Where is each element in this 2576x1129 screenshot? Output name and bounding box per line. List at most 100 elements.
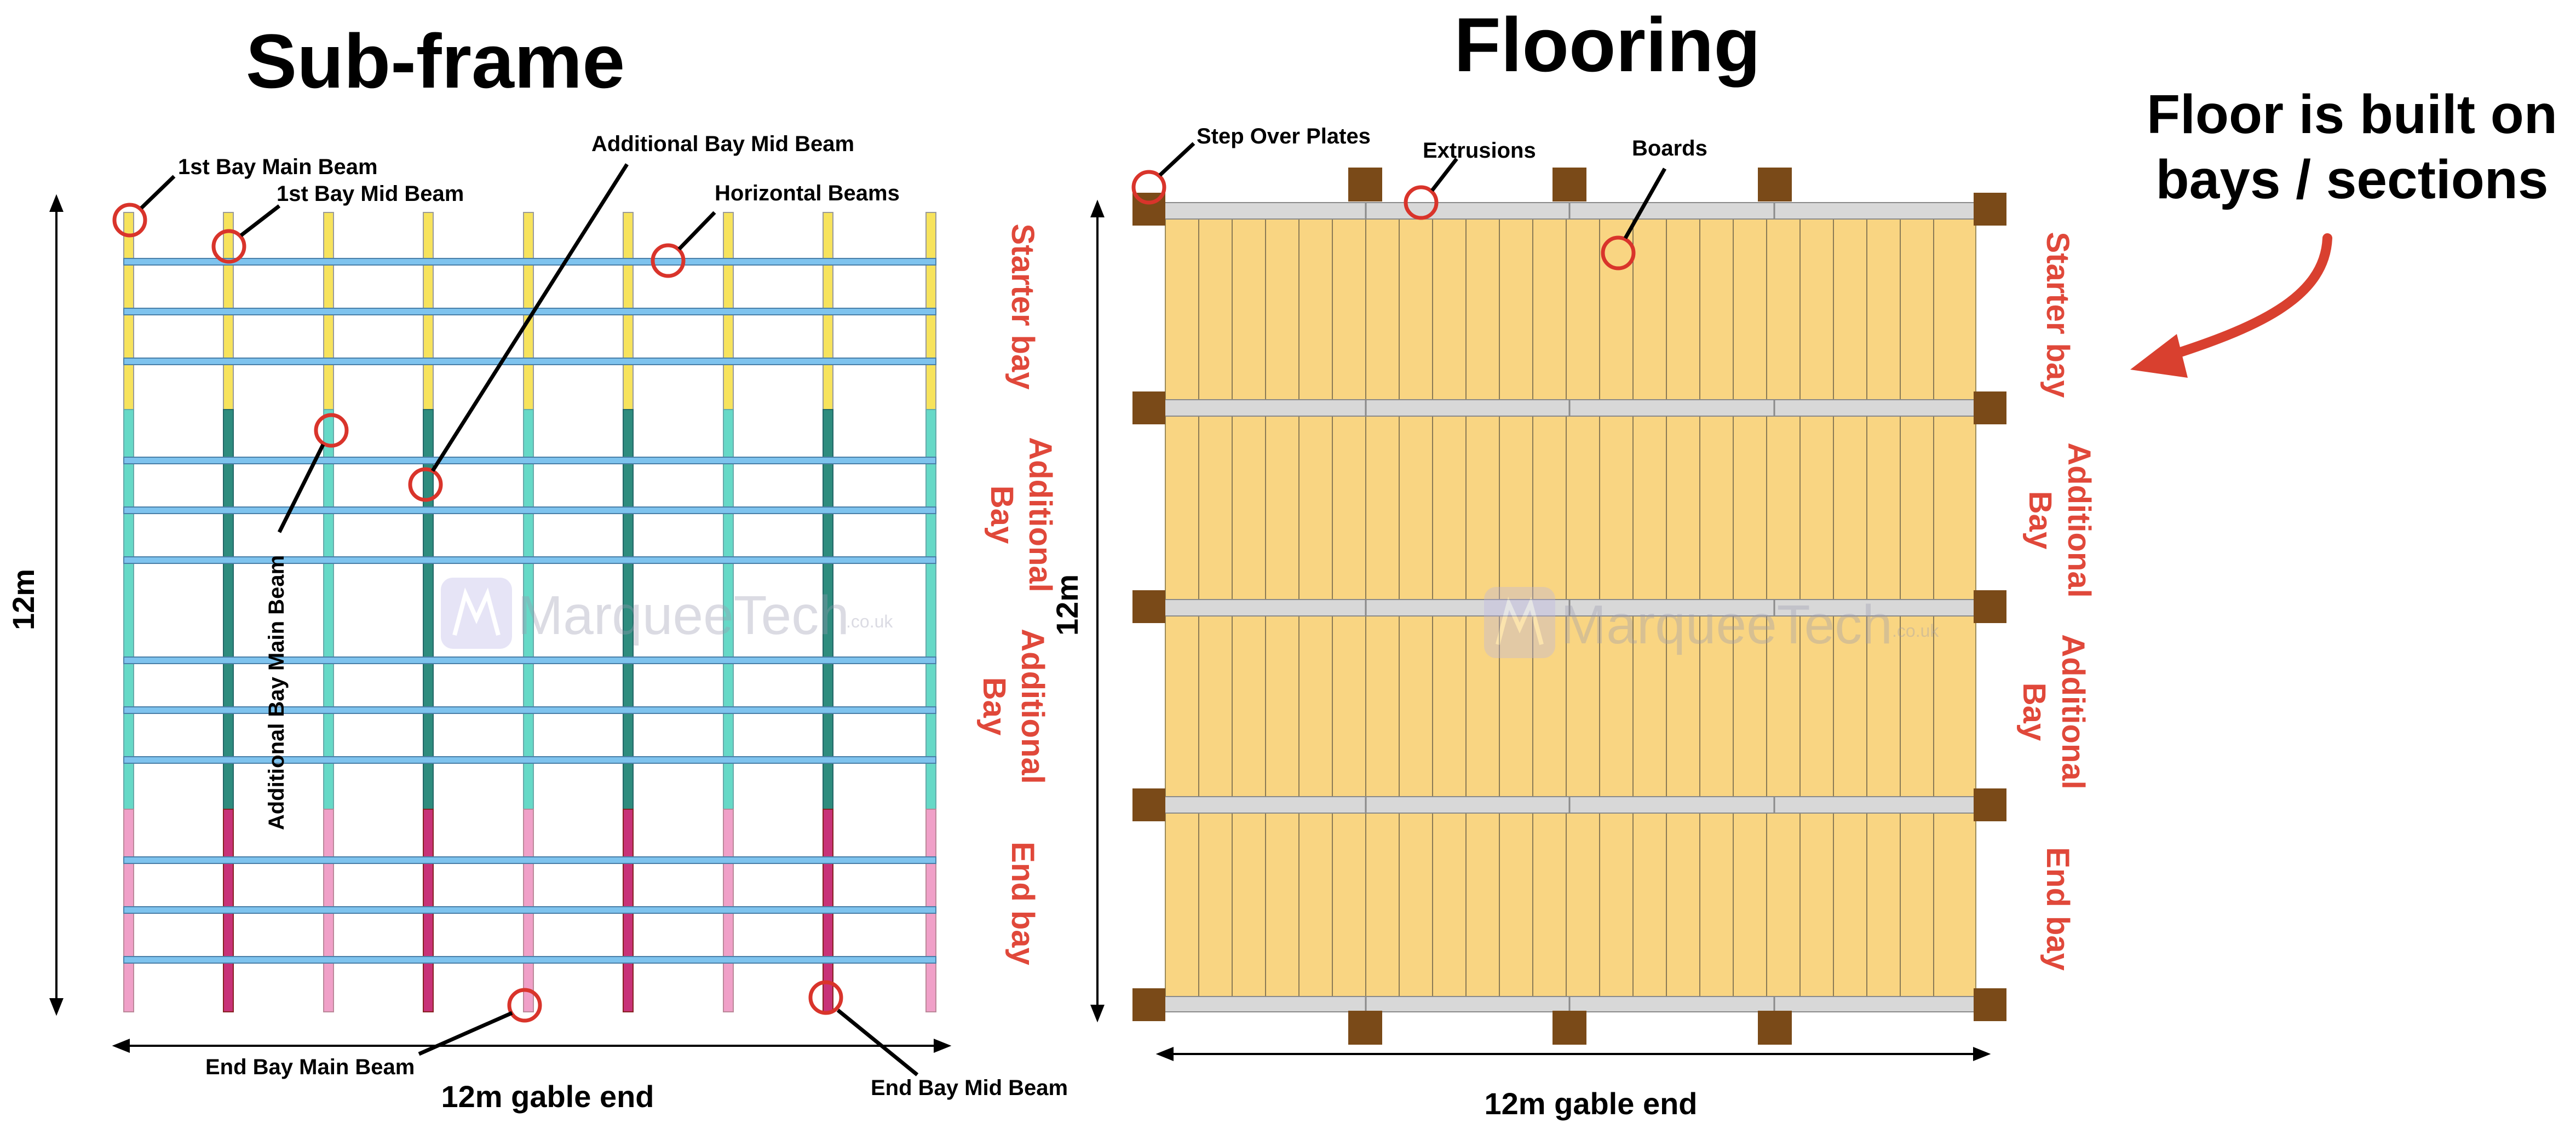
note-line-2: bays / sections bbox=[2156, 149, 2549, 210]
additional-bay-2-label-line2: Bay bbox=[976, 677, 1012, 735]
horizontal-beam bbox=[123, 956, 936, 964]
step-over-plate bbox=[1132, 788, 1165, 821]
additional-bay-1-label-line2: Bay bbox=[984, 486, 1020, 544]
additional-main-beam bbox=[323, 409, 334, 810]
flooring-title: Flooring bbox=[1454, 2, 1761, 88]
horizontal-beam bbox=[123, 906, 936, 914]
extrusion-bar bbox=[1160, 796, 1981, 814]
extrusion-bar bbox=[1160, 599, 1981, 617]
horizontal-beam bbox=[123, 358, 936, 365]
horizontal-beams-label: Horizontal Beams bbox=[715, 181, 900, 205]
first-bay-mid-beam-label: 1st Bay Mid Beam bbox=[277, 182, 464, 206]
flooring-end-bay-label: End bay bbox=[2040, 847, 2075, 971]
first-bay-main-beam-label: 1st Bay Main Beam bbox=[178, 155, 378, 179]
watermark-brand: MarqueeTech bbox=[1561, 594, 1893, 655]
note-arrow-icon bbox=[2130, 233, 2332, 378]
flooring-starter-bay-label: Starter bay bbox=[2040, 232, 2075, 398]
horizontal-beam bbox=[123, 756, 936, 764]
step-over-plate bbox=[1553, 168, 1586, 201]
flooring-extrusion-joints bbox=[1365, 203, 1775, 1012]
subframe-width-dimension bbox=[112, 1039, 952, 1053]
watermark-suffix: .co.uk bbox=[1892, 621, 1939, 641]
end-bay-mid-beam-label: End Bay Mid Beam bbox=[871, 1076, 1068, 1100]
flooring-height-dimension bbox=[1090, 199, 1105, 1023]
end-bay-label: End bay bbox=[1005, 842, 1040, 965]
additional-main-beam bbox=[925, 409, 936, 810]
flooring-width-dimension bbox=[1155, 1047, 1991, 1061]
step-over-plate bbox=[1132, 590, 1165, 623]
step-over-plate bbox=[1974, 788, 2006, 821]
subframe-width-label: 12m gable end bbox=[441, 1079, 654, 1114]
subframe-height-label: 12m bbox=[6, 569, 41, 630]
subframe-title: Sub-frame bbox=[246, 18, 625, 104]
subframe-height-dimension bbox=[49, 194, 64, 1016]
horizontal-beam bbox=[123, 457, 936, 464]
step-over-plate bbox=[1348, 1011, 1382, 1045]
step-over-plate bbox=[1132, 391, 1165, 424]
flooring-step-over-plates bbox=[1132, 168, 2006, 1045]
step-over-plate bbox=[1974, 193, 2006, 226]
subframe-watermark: MarqueeTech .co.uk bbox=[441, 578, 893, 649]
additional-bay-main-beam-label: Additional Bay Main Beam bbox=[264, 555, 289, 830]
additional-bay-mid-beam-label: Additional Bay Mid Beam bbox=[591, 132, 854, 156]
flooring-additional-bay-2-label-line1: Additional bbox=[2055, 634, 2091, 790]
extrusions-label: Extrusions bbox=[1423, 139, 1536, 163]
subframe-horizontal-beams bbox=[123, 258, 936, 964]
watermark-logo-icon bbox=[441, 578, 512, 649]
additional-main-beam bbox=[123, 409, 134, 810]
callout-circle bbox=[1601, 235, 1636, 270]
horizontal-beam bbox=[123, 506, 936, 514]
step-over-plate bbox=[1132, 988, 1165, 1021]
flooring-additional-bay-1-label-line2: Bay bbox=[2022, 491, 2058, 549]
flooring-leader-lines bbox=[1158, 142, 1667, 239]
step-over-plate bbox=[1758, 168, 1792, 201]
watermark-logo-icon bbox=[1484, 587, 1555, 658]
subframe-diagram: 12m 12m gable end 1st Bay Main bbox=[6, 132, 1068, 1114]
horizontal-beam bbox=[123, 308, 936, 315]
subframe-callouts bbox=[112, 203, 843, 1023]
additional-mid-beam bbox=[223, 409, 234, 810]
callout-circle bbox=[211, 229, 246, 264]
extrusion-bar bbox=[1160, 996, 1981, 1012]
boards-label: Boards bbox=[1632, 136, 1707, 160]
note-line-1: Floor is built on bbox=[2147, 84, 2557, 145]
flooring-extrusions bbox=[1160, 202, 1981, 1012]
flooring-additional-bay-2-label-line2: Bay bbox=[2016, 683, 2052, 741]
watermark-brand: MarqueeTech bbox=[518, 585, 849, 646]
callout-circle bbox=[112, 203, 147, 238]
flooring-height-label: 12m bbox=[1050, 574, 1084, 636]
callout-circle bbox=[408, 467, 443, 502]
flooring-additional-bay-1-label-line1: Additional bbox=[2061, 442, 2097, 598]
starter-bay-label: Starter bay bbox=[1005, 223, 1040, 389]
subframe-bay-labels: Starter bay Additional Bay Additional Ba… bbox=[976, 223, 1058, 965]
step-over-plates-label: Step Over Plates bbox=[1197, 124, 1371, 148]
callout-circle bbox=[314, 413, 349, 448]
watermark-suffix: .co.uk bbox=[846, 612, 893, 631]
additional-bay-1-label-line1: Additional bbox=[1022, 437, 1058, 592]
horizontal-beam bbox=[123, 656, 936, 664]
extrusion-bar bbox=[1160, 202, 1981, 220]
callout-circle bbox=[1404, 185, 1439, 220]
callout-circle bbox=[808, 980, 843, 1015]
horizontal-beam bbox=[123, 856, 936, 864]
step-over-plate bbox=[1974, 988, 2006, 1021]
horizontal-beam bbox=[123, 258, 936, 266]
flooring-watermark: MarqueeTech .co.uk bbox=[1484, 587, 1939, 658]
extrusion-bar bbox=[1160, 399, 1981, 417]
horizontal-beam bbox=[123, 556, 936, 564]
flooring-diagram: 12m 12m gable end Step Over Plates Extru… bbox=[1050, 124, 2006, 1121]
flooring-callouts bbox=[1131, 170, 1636, 270]
step-over-plate bbox=[1974, 590, 2006, 623]
step-over-plate bbox=[1974, 391, 2006, 424]
step-over-plate bbox=[1348, 168, 1382, 201]
horizontal-beam bbox=[123, 706, 936, 714]
additional-bay-2-label-line1: Additional bbox=[1015, 629, 1050, 784]
end-bay-main-beam-label: End Bay Main Beam bbox=[205, 1055, 415, 1079]
flooring-bay-labels: Starter bay Additional Bay Additional Ba… bbox=[2016, 232, 2097, 970]
flooring-width-label: 12m gable end bbox=[1484, 1086, 1697, 1121]
subframe-leader-lines bbox=[140, 163, 919, 1076]
callout-circle bbox=[1131, 170, 1166, 205]
step-over-plate bbox=[1553, 1011, 1586, 1045]
step-over-plate bbox=[1758, 1011, 1792, 1045]
